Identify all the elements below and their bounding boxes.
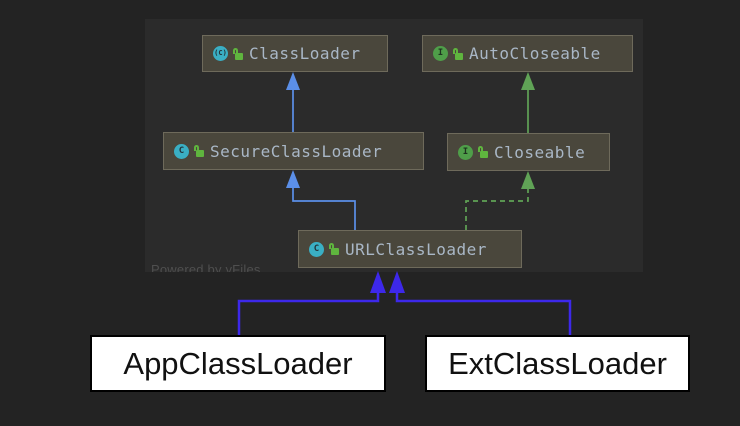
uml-node-urlclassloader[interactable]: C URLClassLoader [298, 230, 522, 268]
yfiles-watermark: Powered by yFiles [151, 262, 261, 272]
public-lock-icon [329, 243, 340, 255]
uml-node-label: ClassLoader [249, 44, 361, 63]
annotation-box-extclassloader[interactable]: ExtClassLoader [425, 335, 690, 392]
uml-node-label: Closeable [494, 142, 586, 162]
annotation-box-appclassloader[interactable]: AppClassLoader [90, 335, 386, 392]
class-icon: C [174, 143, 189, 159]
abstract-class-icon: (C) [213, 46, 228, 61]
annotation-label: ExtClassLoader [448, 345, 667, 381]
edge-extclassloader-extends-urlclassloader [389, 271, 572, 335]
uml-node-label: SecureClassLoader [210, 141, 383, 161]
edge-appclassloader-extends-urlclassloader [237, 271, 386, 335]
arrowhead-up-icon [389, 271, 405, 293]
uml-node-label: URLClassLoader [345, 239, 487, 259]
uml-node-classloader[interactable]: (C) ClassLoader [202, 35, 388, 72]
uml-node-secureclassloader[interactable]: C SecureClassLoader [163, 132, 424, 170]
uml-node-autocloseable[interactable]: I AutoCloseable [422, 35, 633, 72]
public-lock-icon [453, 47, 464, 60]
public-lock-icon [194, 145, 205, 157]
class-icon: C [309, 241, 324, 257]
uml-node-closeable[interactable]: I Closeable [447, 133, 610, 171]
annotation-label: AppClassLoader [123, 345, 353, 381]
interface-icon: I [458, 144, 473, 160]
interface-icon: I [433, 46, 448, 61]
arrowhead-up-icon [370, 271, 386, 293]
public-lock-icon [233, 47, 244, 60]
uml-node-label: AutoCloseable [469, 44, 601, 63]
public-lock-icon [478, 146, 489, 158]
